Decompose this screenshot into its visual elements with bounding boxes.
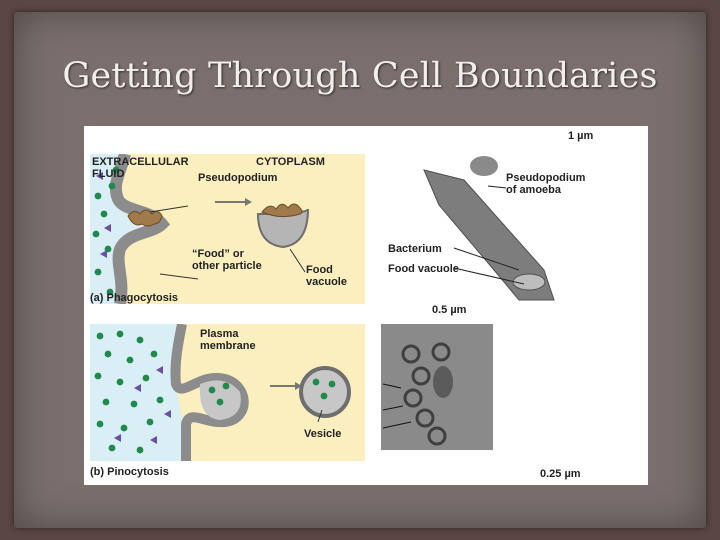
scale-025um-label: 0.25 µm	[540, 468, 581, 480]
food-vacuole-label: Food vacuole	[306, 264, 347, 288]
pseudopodium-amoeba-label: Pseudopodium of amoeba	[506, 172, 585, 196]
pinocytosis-micrograph	[381, 324, 493, 450]
slide-title: Getting Through Cell Boundaries	[62, 56, 658, 96]
plasma-label-line1: Plasma	[200, 328, 239, 340]
food-vacuole-line1: Food	[306, 264, 333, 276]
scale-05um-label: 0.5 µm	[432, 304, 467, 316]
pinocytosis-illustration	[90, 324, 351, 461]
cytoplasm-label: CYTOPLASM	[256, 156, 325, 168]
phagocytosis-panel: EXTRACELLULAR FLUID CYTOPLASM Pseudopodi…	[90, 154, 365, 304]
pinocytosis-panel: Plasma membrane Vesicle	[90, 324, 365, 461]
phagocytosis-illustration	[90, 154, 309, 304]
amoeba-micrograph	[423, 156, 555, 301]
extracellular-fluid-label: EXTRACELLULAR FLUID	[92, 156, 189, 180]
plasma-membrane-label: Plasma membrane	[200, 328, 256, 352]
pseudopodium-label: Pseudopodium	[198, 172, 278, 184]
plasma-label-line2: membrane	[200, 340, 256, 352]
endocytosis-figure: EXTRACELLULAR FLUID CYTOPLASM Pseudopodi…	[84, 126, 648, 485]
pseudopodium-amoeba-line2: of amoeba	[506, 184, 562, 196]
extracellular-label-line2: FLUID	[92, 168, 125, 180]
pseudopodium-amoeba-line1: Pseudopodium	[506, 172, 586, 184]
food-label-line2: other particle	[192, 260, 262, 272]
bacterium-label: Bacterium	[388, 243, 442, 255]
pinocytosis-caption: (b) Pinocytosis	[90, 466, 169, 478]
scale-1um-label: 1 µm	[568, 130, 594, 142]
vesicle-label: Vesicle	[304, 428, 342, 440]
pinocytosis-micrograph-art	[382, 342, 453, 446]
extracellular-label-line1: EXTRACELLULAR	[92, 156, 189, 168]
food-label-line1: “Food” or	[192, 248, 244, 260]
food-particle-label: “Food” or other particle	[192, 248, 262, 272]
food-vacuole-line2: vacuole	[306, 276, 347, 288]
phagocytosis-caption: (a) Phagocytosis	[90, 292, 179, 304]
food-vacuole-micro-label: Food vacuole	[388, 263, 459, 275]
